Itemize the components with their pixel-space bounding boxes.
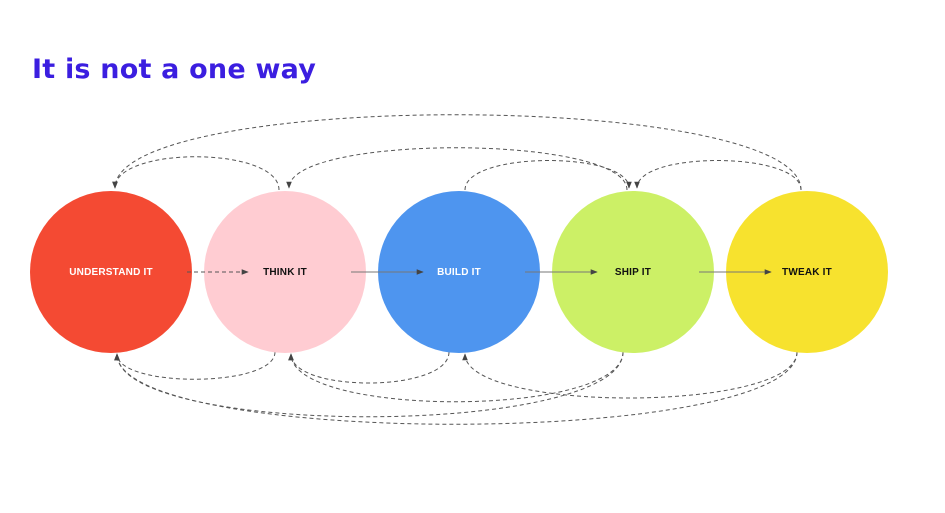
loop-arrow-tweak-to-understand-bottom: [114, 351, 798, 425]
loop-arrow-think-to-understand-bottom: [114, 351, 276, 380]
loop-arrow-tweak-to-understand-top: [112, 114, 802, 191]
loop-arrow-ship-to-think-top: [286, 147, 628, 191]
slide-title: It is not a one way: [32, 54, 316, 85]
node-think: THINK IT: [204, 191, 366, 353]
node-label-tweak: TWEAK IT: [782, 267, 832, 278]
process-nodes: UNDERSTAND IT THINK IT BUILD IT SHIP IT TWEA…: [30, 191, 888, 353]
node-circle-understand: [30, 191, 192, 353]
node-build: BUILD IT: [378, 191, 540, 353]
node-circle-ship: [552, 191, 714, 353]
loop-arrow-ship-to-understand-bottom: [114, 351, 624, 418]
loop-arrow-tweak-to-ship-top: [634, 160, 802, 191]
node-circle-build: [378, 191, 540, 353]
feedback-loops: [112, 114, 802, 425]
loop-arrow-build-to-think-bottom: [288, 351, 450, 384]
node-ship: SHIP IT: [552, 191, 714, 353]
node-label-think: THINK IT: [263, 267, 307, 278]
loop-arrow-ship-to-think-bottom: [288, 351, 624, 403]
node-label-ship: SHIP IT: [615, 267, 651, 278]
node-circle-think: [204, 191, 366, 353]
loop-arrow-think-to-understand-top: [112, 156, 280, 191]
node-label-understand: UNDERSTAND IT: [69, 267, 153, 278]
node-label-build: BUILD IT: [437, 267, 481, 278]
node-circle-tweak: [726, 191, 888, 353]
node-tweak: TWEAK IT: [726, 191, 888, 353]
node-understand: UNDERSTAND IT: [30, 191, 192, 353]
loop-arrow-build-to-ship-top: [464, 160, 632, 191]
loop-arrow-tweak-to-build-bottom: [462, 351, 798, 399]
